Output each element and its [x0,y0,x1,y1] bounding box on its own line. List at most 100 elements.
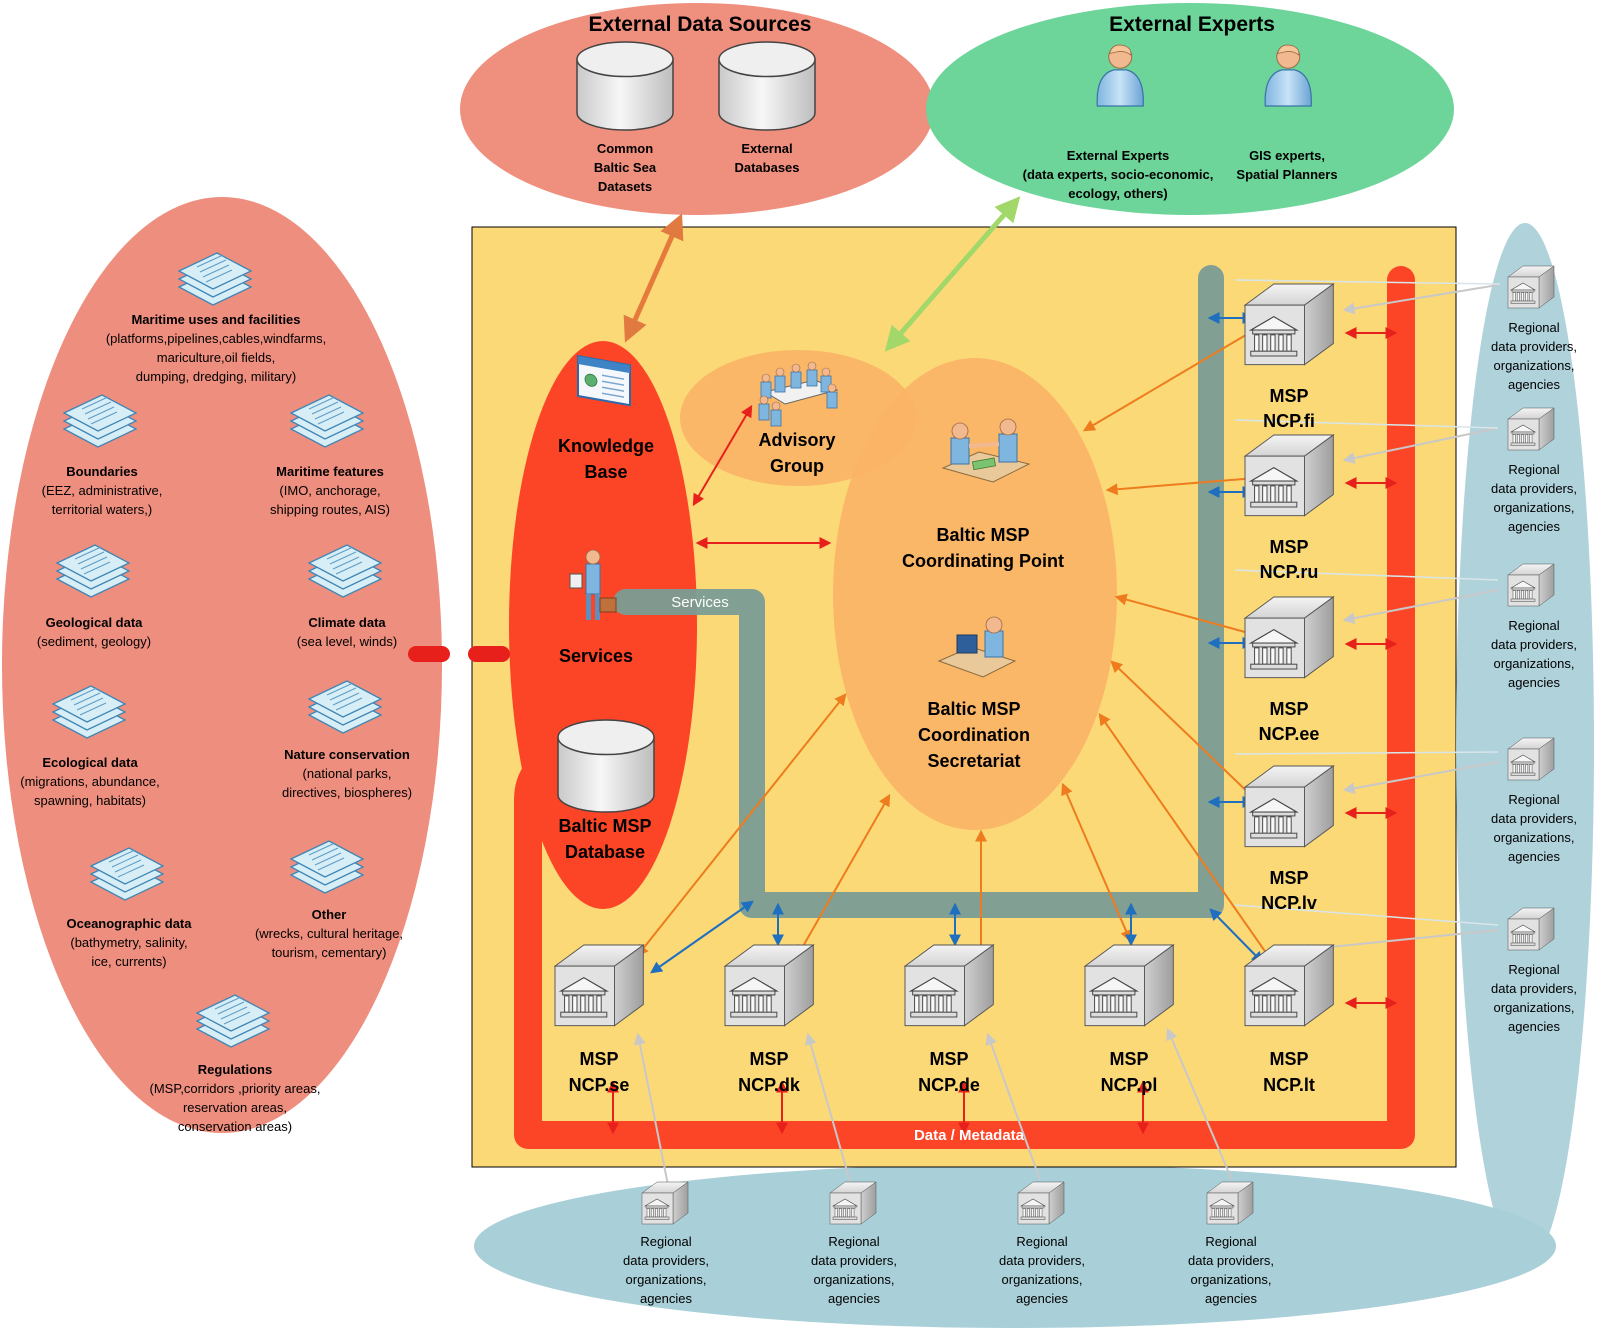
external-databases-database-icon [718,41,816,131]
regional-provider-label-line: organizations, [1494,1000,1575,1015]
knowledge-base-label-line: Knowledge [558,436,654,456]
regional-provider-label-line: agencies [640,1291,693,1306]
data-category-description-line: territorial waters,) [52,502,152,517]
regional-provider-label-line: organizations, [1494,500,1575,515]
secretariat-label-line: Secretariat [927,751,1020,771]
data-category-title: Oceanographic data [67,916,193,931]
regional-provider-server-icon [641,1181,689,1225]
data-category-description-line: tourism, cementary) [272,945,387,960]
ncp-services-link [650,900,754,974]
provider-link [1342,761,1499,795]
regional-provider-label-line: agencies [1508,1019,1561,1034]
ncp-server-icon [1243,283,1335,366]
ncp-node-label-line: NCP.ee [1259,724,1320,744]
advisory-group-label-line: Group [770,456,824,476]
provider-link-line [1234,419,1499,429]
provider-link [1166,1027,1233,1181]
regional-provider-label-line: Regional [1508,792,1559,807]
regional-provider-label-line: data providers, [1491,637,1577,652]
data-category-description-line: reservation areas, [183,1100,287,1115]
data-category-description-line: (migrations, abundance, [20,774,159,789]
data-category-stack-icon [289,394,365,448]
regional-provider-label-line: organizations, [1191,1272,1272,1287]
data-category-description: (migrations, abundance,spawning, habitat… [20,774,159,808]
regional-provider-label-line: agencies [1508,849,1561,864]
gis-experts-group-label-line: Spatial Planners [1236,167,1337,182]
data-category-title: Regulations [198,1062,272,1077]
data-category-title: Maritime uses and facilities [131,312,300,327]
regional-provider-label-line: agencies [828,1291,881,1306]
advisory-group-label-line: Advisory [758,430,835,450]
provider-link [633,1032,669,1186]
data-category-description: (sea level, winds) [297,634,397,649]
data-category-description-line: (sea level, winds) [297,634,397,649]
regional-provider-server-icon [1507,737,1555,781]
data-category-stack-icon [307,680,383,734]
data-category-title: Climate data [308,615,386,630]
regional-provider-label-line: data providers, [811,1253,897,1268]
data-category-description-line: shipping routes, AIS) [270,502,390,517]
data-category-description-line: (sediment, geology) [37,634,151,649]
ncp-coordination-link [1114,593,1259,639]
data-category-stack-icon [51,685,127,739]
provider-link-line [1234,751,1499,755]
common-datasets-label-line: Datasets [598,179,652,194]
ncp-node-label-line: MSP [929,1049,968,1069]
external-experts-group-label-line: External Experts [1067,148,1170,163]
data-category-description: (bathymetry, salinity,ice, currents) [70,935,187,969]
services-band-label: Services [671,594,729,611]
provider-link [804,1032,852,1186]
data-category-description-line: (wrecks, cultural heritage, [255,926,403,941]
ncp-server-icon [903,944,995,1027]
coordinating-point-ellipse [833,358,1117,830]
data-category-description-line: (IMO, anchorage, [279,483,380,498]
data-category-description: (sediment, geology) [37,634,151,649]
coordinating-point-label-line: Coordinating Point [902,551,1064,571]
regional-provider-label-line: agencies [1508,519,1561,534]
coordinating-point-label-line: Baltic MSP [936,525,1029,545]
ncp-node-label-line: MSP [1269,537,1308,557]
external-databases-label-line: Databases [734,160,799,175]
external-experts-title: External Experts [1109,13,1275,36]
data-category-stack-icon [62,394,138,448]
external-experts-link [884,196,1021,352]
knowledge-base-label-line: Base [584,462,627,482]
regional-provider-label-line: data providers, [1188,1253,1274,1268]
ncp-node-label-line: NCP.lt [1263,1075,1315,1095]
ncp-node-label-line: MSP [1109,1049,1148,1069]
external-experts-group-label: External Experts(data experts, socio-eco… [1023,148,1214,201]
data-category-description-line: (national parks, [303,766,392,781]
regional-provider-server-icon [1507,265,1555,309]
data-category-description-line: directives, biospheres) [282,785,412,800]
data-category-description: (platforms,pipelines,cables,windfarms,ma… [106,331,326,384]
regional-provider-label-line: organizations, [814,1272,895,1287]
data-metadata-label: Data / Metadata [914,1127,1025,1144]
ncp-node-label-line: NCP.de [918,1075,980,1095]
ncp-node-label-line: MSP [749,1049,788,1069]
external-data-sources-title: External Data Sources [589,13,812,36]
knowledge-base-icon [577,354,631,407]
regional-provider-label-line: data providers, [1491,811,1577,826]
regional-provider-label-line: Regional [1016,1234,1067,1249]
regional-provider-label-line: organizations, [1494,656,1575,671]
regional-provider-label-line: organizations, [1002,1272,1083,1287]
data-category-stack-icon [289,840,365,894]
ncp-services-link [1209,908,1264,964]
regional-provider-server-icon [1507,407,1555,451]
data-category-title: Ecological data [42,755,138,770]
provider-link [1342,427,1499,464]
data-category-stack-icon [195,994,271,1048]
gis-expert-person-icon [1264,44,1312,107]
ncp-server-icon [553,944,645,1027]
